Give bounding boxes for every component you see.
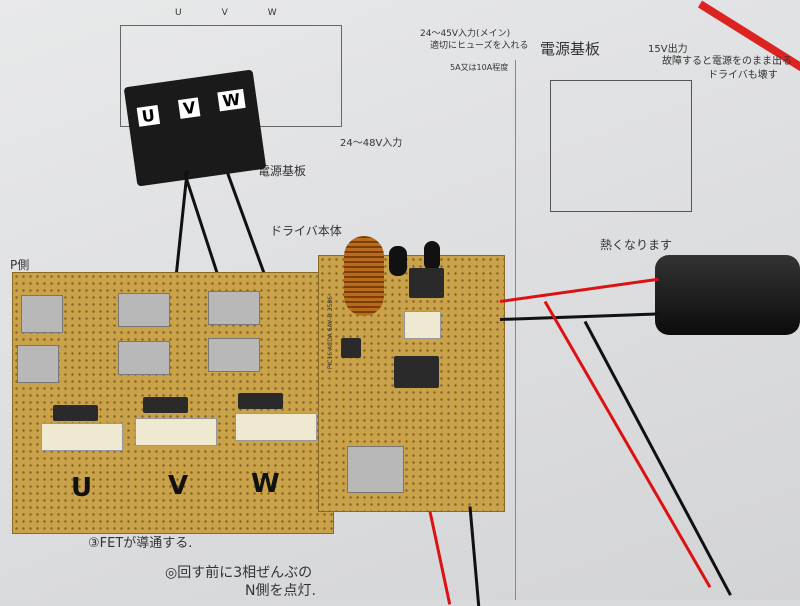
fet — [118, 293, 170, 327]
fet — [21, 295, 63, 333]
failure-note: 故障すると電源をのまま出る — [662, 56, 792, 67]
capacitor — [143, 397, 188, 413]
toroid-inductor — [344, 236, 384, 316]
terminal-label-u: U — [136, 105, 161, 127]
fet — [17, 345, 59, 383]
ic-chip — [394, 356, 439, 388]
power-board-label: 電源基板 — [258, 164, 307, 178]
divider-line — [515, 60, 516, 600]
before-run-note-2: N側を点灯. — [245, 583, 316, 599]
fet-note: ③FETが導通する. — [88, 536, 193, 551]
photocoupler — [41, 423, 123, 451]
silk-label-u: U — [71, 473, 93, 503]
terminal-label-w: W — [217, 88, 246, 112]
output-note: 15V出力 — [648, 44, 688, 55]
before-run-note: ◎回す前に3相ぜんぶの — [165, 565, 313, 581]
capacitor — [389, 246, 407, 276]
power-board-sketch — [550, 80, 692, 212]
capacitor — [53, 405, 98, 421]
controller-board: PIC16 ACDA 6AV-D 2586 — [318, 236, 505, 512]
input-note-3: 5A又は10A程度 — [450, 63, 509, 72]
board-silkscreen: PIC16 ACDA 6AV-D 2586 — [327, 296, 334, 370]
driver-board: U V W — [12, 272, 334, 534]
electrolytic-capacitor — [655, 255, 800, 335]
capacitor — [424, 241, 440, 271]
silk-label-w: W — [251, 469, 280, 499]
fet — [208, 291, 260, 325]
transistor — [341, 338, 361, 358]
failure-note-2: ドライバも壊す — [708, 70, 778, 81]
fet — [347, 446, 404, 493]
heat-note: 熱くなります — [600, 238, 673, 252]
input-note-2: 適切にヒューズを入れる — [430, 41, 529, 51]
fet — [208, 338, 260, 372]
terminal-label-v: V — [177, 97, 201, 119]
photocoupler — [404, 311, 441, 339]
silk-label-v: V — [168, 471, 189, 501]
power-board-title: 電源基板 — [540, 40, 601, 58]
input-note-4: 24〜48V入力 — [340, 138, 403, 149]
photocoupler — [135, 418, 217, 446]
terminal-block: U V W — [123, 69, 267, 187]
input-note: 24〜45V入力(メイン) — [420, 29, 511, 39]
sketch-uvw-labels: UVW — [175, 8, 317, 18]
driver-body-label: ドライバ本体 — [270, 224, 342, 238]
capacitor — [238, 393, 283, 409]
p-side-label: P側 — [10, 258, 30, 272]
fet — [118, 341, 170, 375]
regulator — [409, 268, 444, 298]
photocoupler — [235, 413, 317, 441]
